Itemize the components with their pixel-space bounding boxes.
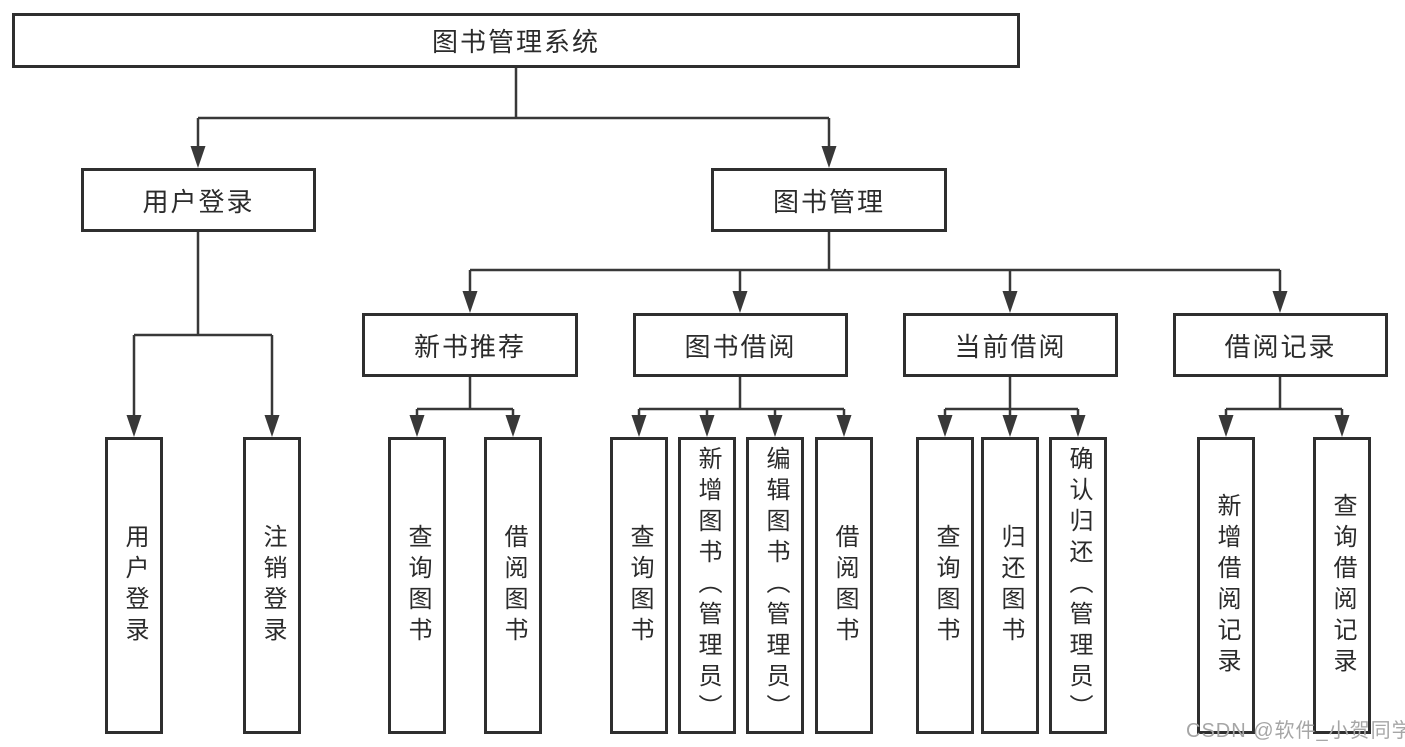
leaf-user-login: 用户登录 <box>105 437 163 734</box>
node-user-login: 用户登录 <box>81 168 316 232</box>
leaf-record-add-record-label: 新增借阅记录 <box>1213 492 1240 679</box>
leaf-borrow-query-book-label: 查询图书 <box>626 523 653 648</box>
leaf-current-query-book: 查询图书 <box>916 437 974 734</box>
root-node-book-management-system: 图书管理系统 <box>12 13 1020 68</box>
node-user-login-label: 用户登录 <box>142 186 255 217</box>
leaf-record-add-record: 新增借阅记录 <box>1197 437 1255 734</box>
node-borrow-record: 借阅记录 <box>1173 313 1388 377</box>
leaf-borrow-borrow-book-label: 借阅图书 <box>831 523 858 648</box>
leaf-recommend-borrow-book: 借阅图书 <box>484 437 542 734</box>
leaf-current-query-book-label: 查询图书 <box>932 523 959 648</box>
leaf-borrow-edit-book-admin: 编辑图书（管理员） <box>746 437 804 734</box>
node-book-management: 图书管理 <box>711 168 947 232</box>
node-book-management-label: 图书管理 <box>772 186 885 217</box>
node-book-borrow: 图书借阅 <box>633 313 848 377</box>
node-new-book-recommend: 新书推荐 <box>362 313 578 377</box>
node-borrow-record-label: 借阅记录 <box>1224 331 1337 362</box>
node-current-borrow-label: 当前借阅 <box>954 331 1067 362</box>
leaf-borrow-edit-book-admin-label: 编辑图书（管理员） <box>762 446 789 725</box>
leaf-borrow-query-book: 查询图书 <box>610 437 668 734</box>
leaf-current-confirm-return-admin: 确认归还（管理员） <box>1049 437 1107 734</box>
leaf-record-query-record-label: 查询借阅记录 <box>1329 492 1356 679</box>
node-book-borrow-label: 图书借阅 <box>684 331 797 362</box>
leaf-user-login-label: 用户登录 <box>121 523 148 648</box>
leaf-logout: 注销登录 <box>243 437 301 734</box>
root-node-label: 图书管理系统 <box>431 27 600 57</box>
leaf-logout-label: 注销登录 <box>259 523 286 648</box>
leaf-borrow-borrow-book: 借阅图书 <box>815 437 873 734</box>
node-current-borrow: 当前借阅 <box>903 313 1118 377</box>
leaf-recommend-borrow-book-label: 借阅图书 <box>500 523 527 648</box>
leaf-current-return-book: 归还图书 <box>981 437 1039 734</box>
leaf-recommend-query-book: 查询图书 <box>388 437 446 734</box>
node-new-book-recommend-label: 新书推荐 <box>413 331 526 362</box>
csdn-watermark: CSDN @软件_小贺同学 <box>1186 720 1405 742</box>
leaf-record-query-record: 查询借阅记录 <box>1313 437 1371 734</box>
leaf-borrow-add-book-admin-label: 新增图书（管理员） <box>694 446 721 725</box>
leaf-current-return-book-label: 归还图书 <box>997 523 1024 648</box>
leaf-recommend-query-book-label: 查询图书 <box>404 523 431 648</box>
leaf-current-confirm-return-admin-label: 确认归还（管理员） <box>1065 446 1092 725</box>
leaf-borrow-add-book-admin: 新增图书（管理员） <box>678 437 736 734</box>
